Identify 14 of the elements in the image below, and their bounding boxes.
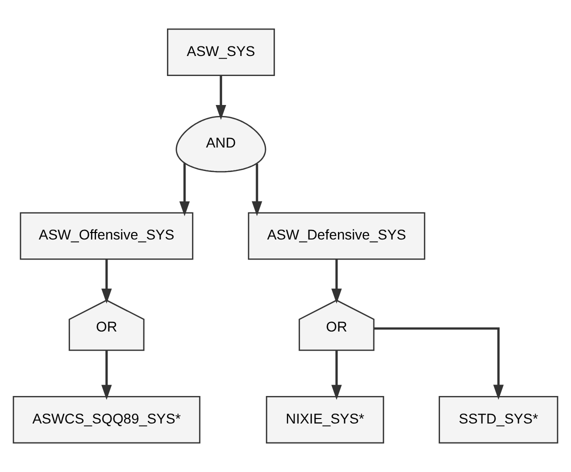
node-box: ASW_Defensive_SYS: [248, 212, 426, 260]
arrow: [101, 259, 112, 304]
arrow: [252, 164, 262, 216]
node-box: SSTD_SYS*: [438, 396, 558, 444]
arrow: [331, 259, 342, 304]
arrow: [216, 75, 226, 120]
node-box: NIXIE_SYS*: [266, 396, 384, 444]
node-box: ASWCS_SQQ89_SYS*: [12, 396, 200, 444]
node-box: ASW_SYS: [166, 28, 275, 76]
arrow: [331, 350, 342, 400]
arrow: [101, 350, 112, 400]
arrow: [179, 163, 190, 216]
node-box: ASW_Offensive_SYS: [20, 212, 194, 260]
arrow: [374, 327, 504, 400]
